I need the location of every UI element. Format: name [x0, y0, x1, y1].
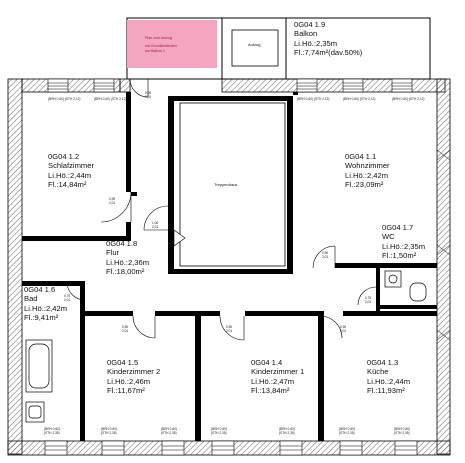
stairwell-label: Treppenhaus: [214, 182, 238, 187]
window-tag: (BRH 0,60)(STH 2,35): [101, 427, 117, 435]
elevator-box: [231, 29, 279, 67]
bathtub: [25, 339, 53, 393]
window-tag: (BRH 0,60) (STH 2,12): [94, 97, 127, 101]
stairwell-box: [179, 102, 286, 267]
window-tag: (BRH 0,60) (STH 2,12): [297, 97, 330, 101]
top-windows: [47, 78, 413, 93]
doors: [66, 78, 377, 341]
window-tag: (BRH 0,60)(STH 2,35): [394, 427, 410, 435]
elevator-label: Aufzug: [248, 42, 261, 47]
interior-walls: [22, 92, 437, 441]
bottom-windows: [44, 440, 418, 456]
window-tag: (BRH 0,60)(STH 2,35): [211, 427, 227, 435]
window-tag: (BRH 0,60)(STH 2,35): [44, 427, 60, 435]
note-line-1: Plan zum Aufzug: [145, 36, 172, 40]
washbasin-bad: [25, 401, 45, 423]
note-box: Plan zum Aufzug mit Grundbedienten am Ba…: [127, 20, 217, 68]
window-tag: (BRH 0,60)(STH 2,35): [279, 427, 295, 435]
window-tag: (BRH 0,60) (STH 2,12): [392, 97, 425, 101]
wc-fixtures: [384, 270, 427, 302]
note-line-2: mit Grundbedienten: [145, 44, 177, 48]
wall-markers: [436, 149, 451, 341]
window-tag: (BRH 0,60)(STH 2,35): [161, 427, 177, 435]
window-tag: (BRH 0,60)(STH 2,35): [339, 427, 355, 435]
note-line-3: am Balkon 1: [145, 49, 165, 53]
window-tag: (BRH 0,60) (STH 2,12): [48, 97, 81, 101]
window-tag: (BRH 0,60) (STH 2,12): [343, 97, 376, 101]
